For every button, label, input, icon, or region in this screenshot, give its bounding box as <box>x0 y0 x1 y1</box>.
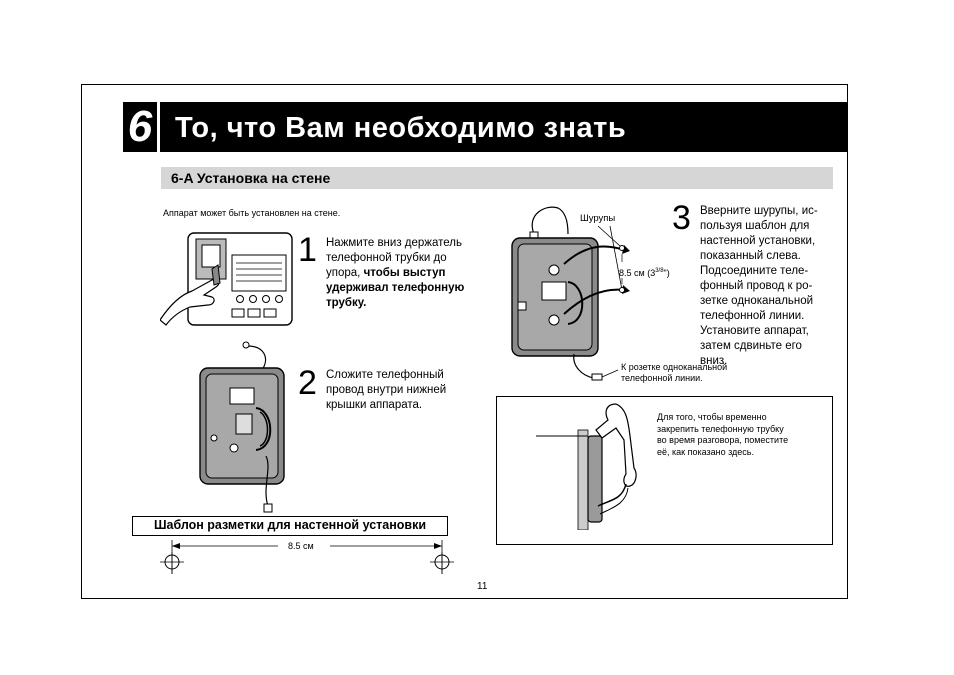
page-number: 11 <box>477 581 488 592</box>
screws-label: Шурупы <box>580 213 616 224</box>
section-bar <box>161 167 833 189</box>
step2-illustration <box>199 341 285 513</box>
step-3-text: Вверните шурупы, ис- пользуя шаблон для … <box>700 205 818 367</box>
step-3-number: 3 <box>672 199 691 237</box>
page-frame <box>81 84 848 599</box>
step-2-text: Сложите телефонный провод внутри нижней … <box>326 369 447 411</box>
template-dimension <box>160 540 454 574</box>
chapter-number: 6 <box>123 102 157 152</box>
outlet-label: К розетке одноканальной телефонной линии… <box>621 362 728 383</box>
note-text: Для того, чтобы временно закрепить телеф… <box>657 412 789 457</box>
title-bar <box>160 102 847 152</box>
note-box <box>496 396 833 545</box>
step1-illustration <box>160 232 293 326</box>
chapter-title: То, что Вам необходимо знать <box>175 112 627 144</box>
step3-illustration <box>511 206 630 381</box>
distance-label: 8.5 см (33/8") <box>619 268 670 278</box>
step-2-number: 2 <box>298 364 317 402</box>
step-1-number: 1 <box>298 231 317 269</box>
template-distance: 8.5 см <box>288 541 314 551</box>
section-title: 6-A Установка на стене <box>171 170 331 186</box>
screws-diagram <box>597 225 625 293</box>
template-label: Шаблон разметки для настенной установки <box>132 516 448 536</box>
intro-text: Аппарат может быть установлен на стене. <box>163 208 341 218</box>
handset-on-wall-illustration <box>536 403 637 530</box>
step-1-text: Нажмите вниз держатель телефонной трубки… <box>326 237 465 309</box>
